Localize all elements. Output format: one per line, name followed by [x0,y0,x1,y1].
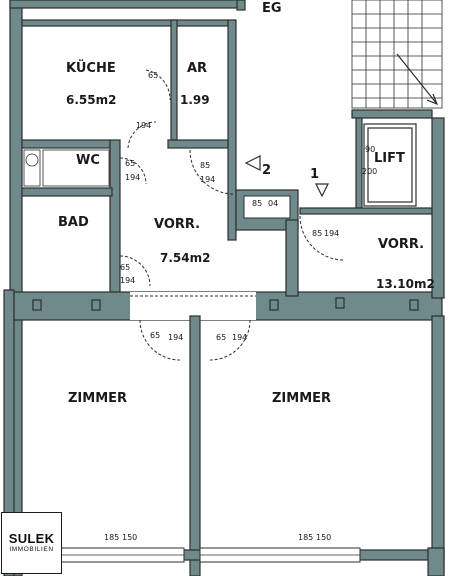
room-vorr-left-area: 7.54m2 [160,251,210,265]
room-kueche-name: KÜCHE [66,60,116,76]
room-zimmer-right-name: ZIMMER [272,391,331,406]
door-arc-wc [119,157,147,185]
wall-shaft-lower [285,219,299,297]
door-opening-band [130,292,256,320]
room-lift-name: LIFT [374,151,405,166]
dim-194-entrance: 194 [324,229,339,238]
dim-85-entrance: 85 [312,229,322,238]
wall-lift-left [355,117,363,209]
door-arc-kitchen-lower [127,121,157,149]
lift-cabin-inner [367,127,413,203]
wall-corner-br [427,547,445,576]
door-arc-zimmer-right [209,319,251,361]
wall-top-stub [236,0,246,11]
dim-65-top: 65 [148,71,158,80]
shaft-inner [243,195,291,219]
logo-brand: SULEK [8,531,55,546]
room-vorr-left-name: VORR. [154,217,200,232]
dim-194-a: 194 [136,121,151,130]
dim-85-shaft: 85 [252,199,262,208]
lift-dim-top: 90 [365,145,375,154]
wc-fixture [23,149,41,187]
marker-1-arrow [315,183,329,198]
wall-top [9,0,239,9]
dim-85-vorr: 85 [200,161,210,170]
dim-185-left: 185 [104,533,119,542]
room-zimmer-left-name: ZIMMER [68,391,127,406]
dim-65-wc: 65 [125,159,135,168]
floor-label: EG [262,1,282,16]
window-mark-3 [269,299,279,311]
window-mark-5 [409,299,419,311]
room-ar-name: AR [187,61,207,76]
door-arc-entrance [299,215,345,261]
dim-65-zl: 65 [150,331,160,340]
dim-04-shaft: 04 [268,199,278,208]
dim-194-zr: 194 [232,333,247,342]
window-mark-1 [32,299,42,311]
wall-right-lower [431,315,445,576]
room-bad-name: BAD [58,215,89,230]
staircase [351,0,443,109]
wall-kitchen-bottom [21,139,111,149]
wall-kitchen-ar [170,19,178,141]
door-arc-kitchen [145,69,171,101]
wall-zimmer-divider [189,315,201,576]
dim-150-left: 150 [122,533,137,542]
wall-right-upper [431,117,445,299]
room-vorr-right-area: 13.10m2 [376,277,435,291]
dim-194-vorr: 194 [200,175,215,184]
window-mark-2 [91,299,101,311]
room-wc-name: WC [76,153,100,168]
door-arc-vorr [189,149,235,195]
lift-cabin [363,123,417,207]
wall-lift-top [351,109,433,119]
door-arc-zimmer-left [139,319,181,361]
room-kueche-area: 6.55m2 [66,93,116,107]
lift-dim-bottom: 200 [362,167,377,176]
dim-194-wc: 194 [125,173,140,182]
company-logo: SULEK IMMOBILIEN [1,512,62,574]
wall-wc-bad-right [109,139,121,301]
wall-wc-bottom [21,187,113,197]
marker-2-label: 2 [262,163,271,178]
wc-room [42,149,110,187]
room-ar-area: 1.99 [180,93,210,107]
wall-left-lower [3,289,15,576]
wall-vorr-right [227,19,237,241]
wall-lift-bottom [299,207,441,215]
marker-2-arrow [244,155,261,171]
dim-194-bad: 194 [120,276,135,285]
basin-icon [25,153,39,167]
dim-185-right: 185 [298,533,313,542]
wall-ar-bottom [167,139,229,149]
dim-65-zr: 65 [216,333,226,342]
dim-65-bad: 65 [120,263,130,272]
door-arc-bad [119,255,151,287]
wall-kitchen-top [21,19,229,27]
room-vorr-right-name: VORR. [378,237,424,252]
dim-194-zl: 194 [168,333,183,342]
dim-150-right: 150 [316,533,331,542]
logo-subtitle: IMMOBILIEN [9,546,54,553]
marker-1-label: 1 [310,167,319,182]
window-mark-4 [335,297,345,309]
